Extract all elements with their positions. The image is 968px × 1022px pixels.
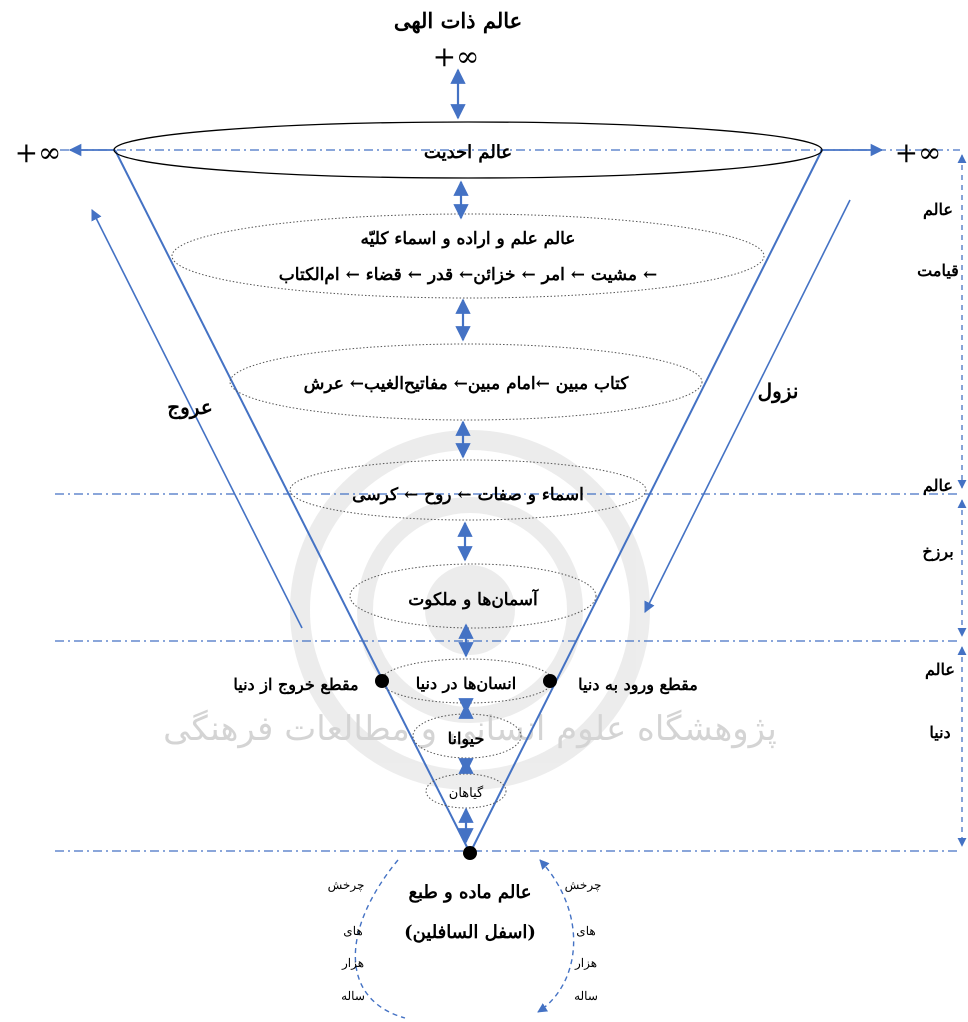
right-infinity: +∞ [895, 136, 942, 169]
exit-point [375, 674, 389, 688]
level-connectors [450, 68, 474, 844]
level-heyvana: حیوانا [448, 729, 485, 749]
cone-left-edge [114, 149, 471, 854]
level-ketab: کتاب مبین ←امام مبین← مفاتیح‌الغیب← عرش [304, 374, 630, 394]
zone-donya-2: دنیا [929, 723, 950, 742]
cycle-right-4: ساله [574, 989, 598, 1003]
level-elm-chain: مشیت ← امر ← خزائن← قدر ← قضاء ← ام‌الکت… [279, 265, 657, 285]
cycle-left-4: ساله [341, 989, 365, 1003]
ellipse-asma [289, 459, 647, 521]
zone-qiyamat-2: قیامت [917, 261, 959, 280]
label-oruj: عروج [167, 395, 213, 420]
zone-lines [55, 149, 960, 852]
zone-qiyamat-1: عالم [923, 200, 953, 220]
ellipse-elm [171, 213, 765, 299]
label-nozul: نزول [758, 379, 799, 404]
cycle-right-1: چرخش [565, 878, 602, 892]
top-infinity: +∞ [433, 40, 480, 73]
cycle-right-curve [537, 859, 575, 1013]
level-ensanha: انسان‌ها در دنیا [416, 674, 516, 694]
level-elm-title: عالم علم و اراده و اسماء کلیّه [361, 229, 576, 249]
descent-arrow [644, 199, 851, 614]
cycle-left-2: های [343, 924, 362, 938]
left-infinity: +∞ [15, 136, 62, 169]
cycle-left-3: هزار [341, 956, 364, 970]
entry-point [543, 674, 557, 688]
cone-right-edge [469, 149, 823, 854]
level-asma: اسماء و صفات ← روح ← کرسی [352, 485, 584, 505]
cycle-left-1: چرخش [328, 878, 365, 892]
label-exit: مقطع خروج از دنیا [233, 675, 358, 695]
zone-barzakh-2: برزخ [922, 542, 953, 562]
ascent-arrow [91, 208, 303, 629]
level-giahan: گیاهان [449, 785, 484, 801]
bottom-line1: عالم ماده و طبع [408, 882, 531, 903]
ellipse-ketab [229, 343, 703, 421]
level-asmanha: آسمان‌ها و ملکوت [408, 588, 539, 610]
bottom-line2: (اسفل السافلین) [404, 922, 536, 943]
zone-donya-1: عالم [925, 660, 955, 680]
level-ahadiyat: عالم احدیت [424, 142, 512, 163]
zone-barzakh-1: عالم [923, 476, 953, 496]
ellipse-ahadiyat [113, 121, 823, 179]
ellipse-asmanha [349, 563, 597, 629]
label-entry: مقطع ورود به دنیا [578, 675, 698, 695]
cycle-left-curve [354, 859, 406, 1019]
top-title: عالم ذات الهی [394, 8, 522, 34]
cycle-right-2: های [576, 924, 595, 938]
bottom-point [463, 846, 477, 860]
cone [114, 149, 823, 854]
cycle-right-3: هزار [574, 956, 597, 970]
